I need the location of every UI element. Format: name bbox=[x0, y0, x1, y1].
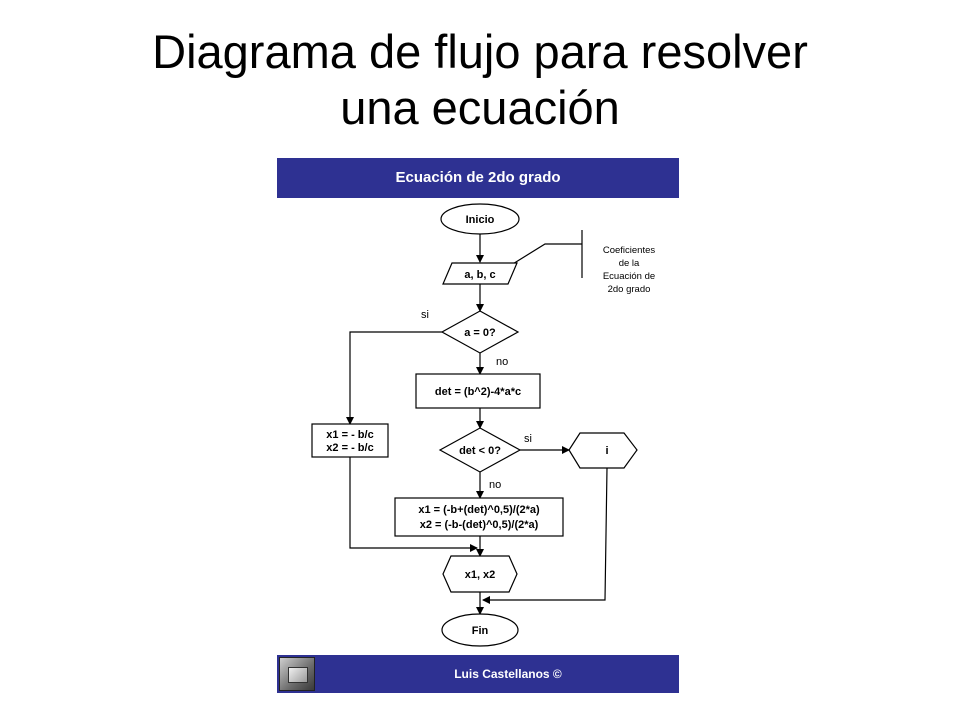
slide-title: Diagrama de flujo para resolver una ecua… bbox=[0, 24, 960, 136]
node-imaginary-label: i bbox=[605, 445, 608, 457]
node-start-label: Inicio bbox=[466, 214, 495, 226]
edge-label-a-no: no bbox=[496, 356, 508, 368]
node-start-shape bbox=[440, 203, 520, 235]
flowchart: Inicio a, b, c a = 0? det = (b^2)-4*a*c … bbox=[311, 203, 656, 647]
edge-imaginary-merge bbox=[482, 467, 608, 604]
node-input-shape bbox=[442, 262, 518, 285]
keyboard-key-logo bbox=[279, 657, 315, 691]
node-linear-label-1: x1 = - b/c bbox=[326, 429, 373, 441]
node-decision-a-shape bbox=[440, 310, 520, 354]
node-end-label: Fin bbox=[472, 625, 489, 637]
node-output-shape bbox=[442, 555, 518, 593]
slide-title-line-2: una ecuación bbox=[340, 81, 620, 134]
node-roots-label-1: x1 = (-b+(det)^0,5)/(2*a) bbox=[418, 504, 540, 516]
node-end-shape bbox=[441, 613, 519, 647]
node-input-label: a, b, c bbox=[464, 269, 495, 281]
slide-title-line-1: Diagrama de flujo para resolver bbox=[152, 25, 808, 78]
annotation-line-1: Coeficientes bbox=[603, 245, 656, 256]
node-linear-label-2: x2 = - b/c bbox=[326, 442, 373, 454]
edge-decision-a-yes bbox=[346, 331, 442, 425]
node-roots-label-2: x2 = (-b-(det)^0,5)/(2*a) bbox=[420, 519, 539, 531]
node-imaginary-shape bbox=[568, 432, 638, 469]
edge-label-a-yes: si bbox=[421, 309, 429, 321]
edge-linear-merge bbox=[349, 457, 478, 552]
node-linear-shape bbox=[311, 423, 389, 458]
annotation-line-2: de la bbox=[619, 258, 640, 269]
edge-label-det-yes: si bbox=[524, 433, 532, 445]
annotation-leader bbox=[502, 243, 582, 271]
node-det-shape bbox=[415, 373, 541, 409]
author-credit: Luis Castellanos © bbox=[454, 667, 562, 681]
node-roots-shape bbox=[394, 497, 564, 537]
flowchart-header: Ecuación de 2do grado bbox=[277, 158, 679, 198]
node-output-label: x1, x2 bbox=[465, 569, 496, 581]
annotation-line-3: Ecuación de bbox=[603, 271, 655, 282]
node-decision-det-shape bbox=[438, 427, 522, 473]
annotation-line-4: 2do grado bbox=[608, 284, 651, 295]
node-decision-det-label: det < 0? bbox=[459, 445, 501, 457]
edge-label-det-no: no bbox=[489, 479, 501, 491]
flowchart-footer: Luis Castellanos © bbox=[277, 655, 679, 693]
node-det-label: det = (b^2)-4*a*c bbox=[435, 386, 521, 398]
node-decision-a-label: a = 0? bbox=[464, 327, 496, 339]
flowchart-panel: Ecuación de 2do grado bbox=[277, 158, 679, 693]
